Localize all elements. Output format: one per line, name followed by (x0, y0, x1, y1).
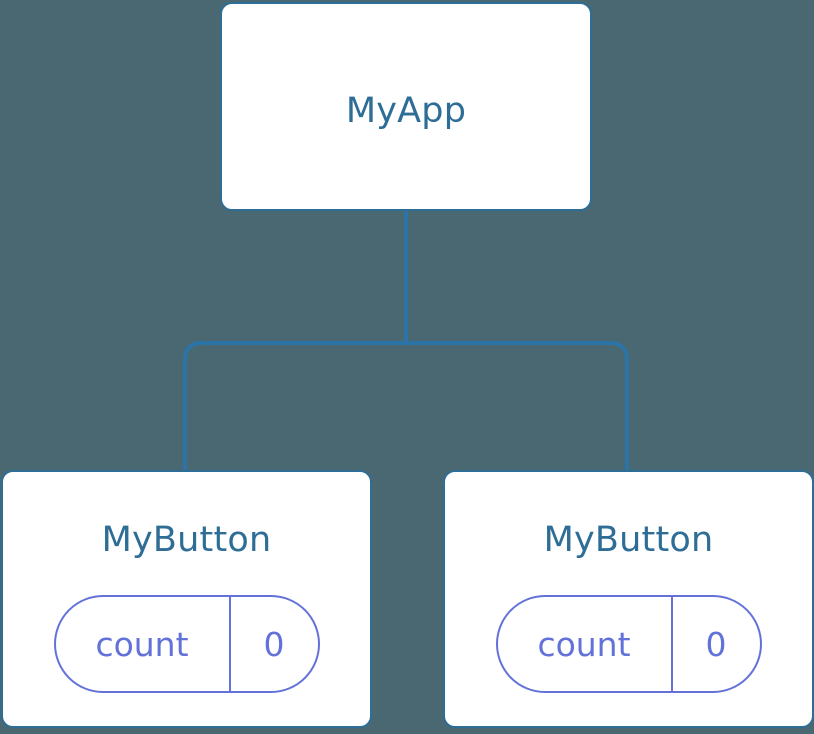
node-title: MyButton (101, 520, 272, 560)
edge-myapp-to-children (183, 210, 629, 472)
state-key: count (56, 597, 231, 691)
node-mybutton-left[interactable]: MyButton count 0 (1, 470, 372, 728)
node-title: MyApp (345, 91, 467, 131)
state-key: count (498, 597, 673, 691)
state-pill[interactable]: count 0 (495, 595, 762, 693)
state-value: 0 (705, 624, 727, 664)
node-myapp[interactable]: MyApp (220, 2, 592, 211)
node-title: MyButton (543, 520, 714, 560)
state-value: 0 (263, 624, 285, 664)
node-mybutton-right[interactable]: MyButton count 0 (443, 470, 814, 728)
state-pill[interactable]: count 0 (53, 595, 320, 693)
